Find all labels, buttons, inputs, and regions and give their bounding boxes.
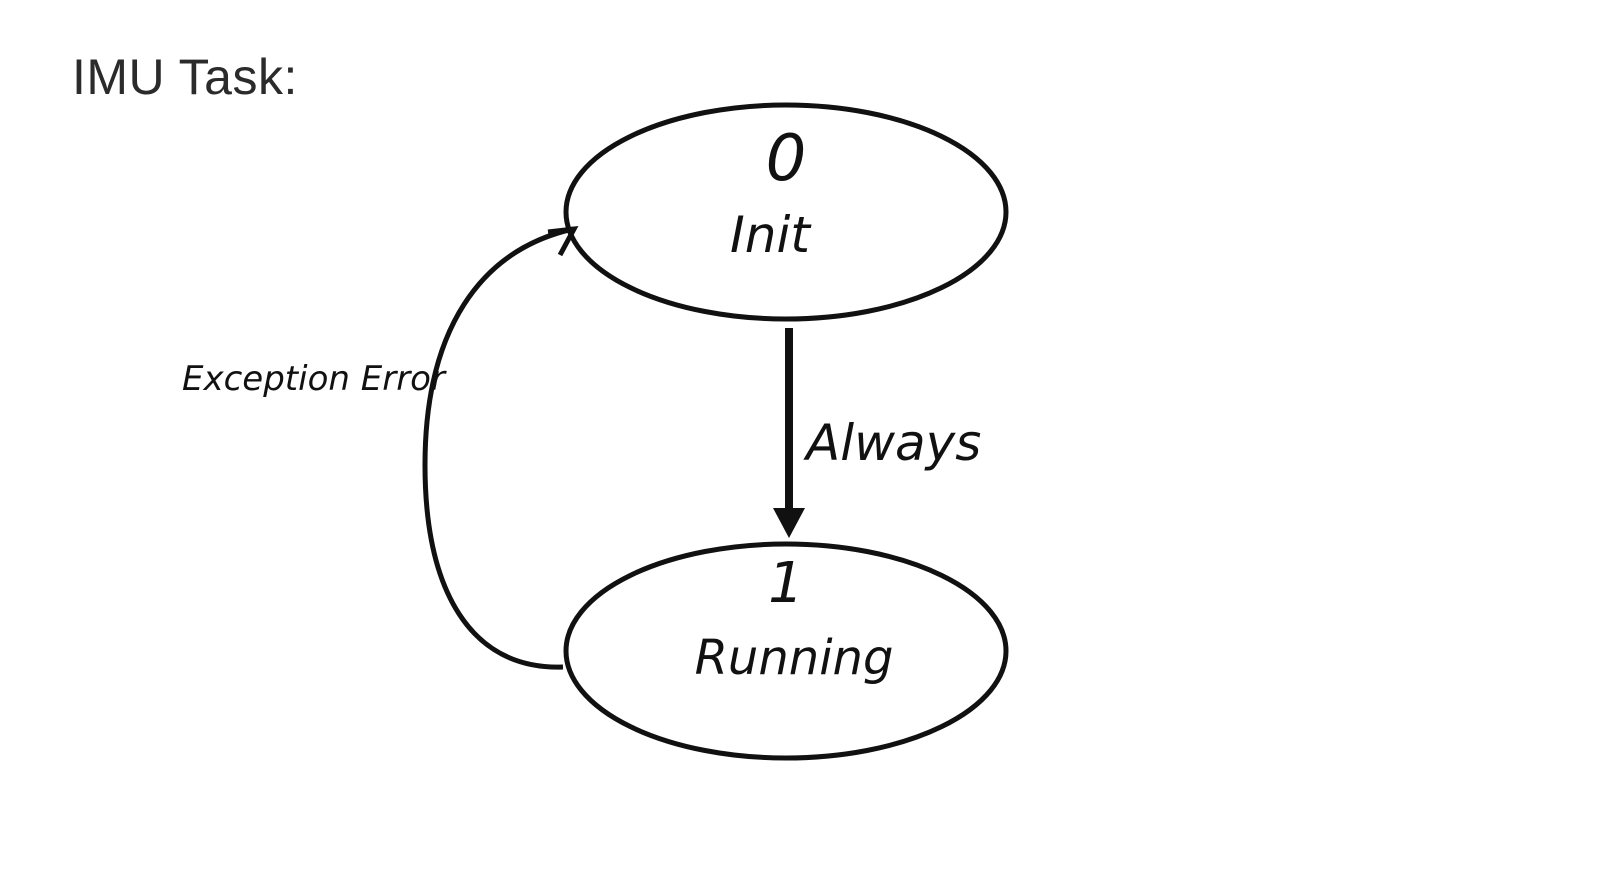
state-init-ellipse xyxy=(563,102,1009,322)
arrow-always-head xyxy=(773,508,805,538)
state-running-number: 1 xyxy=(768,551,804,616)
arrow-exception-curve xyxy=(422,226,574,670)
state-init-label: Init xyxy=(730,206,812,264)
page-title: IMU Task: xyxy=(72,49,298,105)
state-init: 0 Init xyxy=(563,102,1009,322)
state-init-number: 0 xyxy=(766,122,807,196)
state-running-ellipse xyxy=(563,541,1009,761)
transition-exception-label: Exception Error xyxy=(182,359,447,399)
state-running: 1 Running xyxy=(563,541,1009,761)
transition-exception-error: Exception Error xyxy=(182,225,579,670)
arrow-exception-head xyxy=(547,225,579,257)
transition-always-label: Always xyxy=(803,414,981,472)
state-running-label: Running xyxy=(695,630,894,686)
transition-always: Always xyxy=(773,328,981,538)
